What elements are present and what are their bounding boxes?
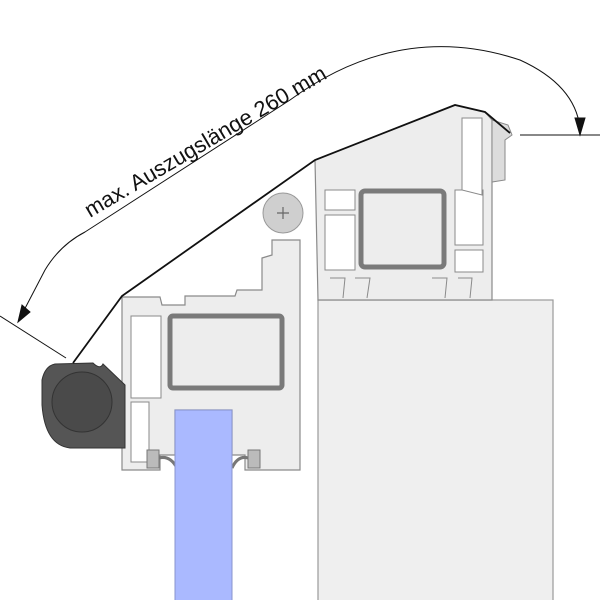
- dimension-arrow: [0, 46, 600, 359]
- wall-block: [317, 299, 554, 600]
- gasket: [491, 119, 513, 183]
- glass-pane: [174, 409, 233, 600]
- awning-roller-box: [41, 362, 126, 449]
- screw-icon: [262, 192, 304, 234]
- fixed-frame-profile: [314, 104, 513, 301]
- sash-profile: [121, 239, 301, 471]
- awning-extension-line: [72, 104, 511, 364]
